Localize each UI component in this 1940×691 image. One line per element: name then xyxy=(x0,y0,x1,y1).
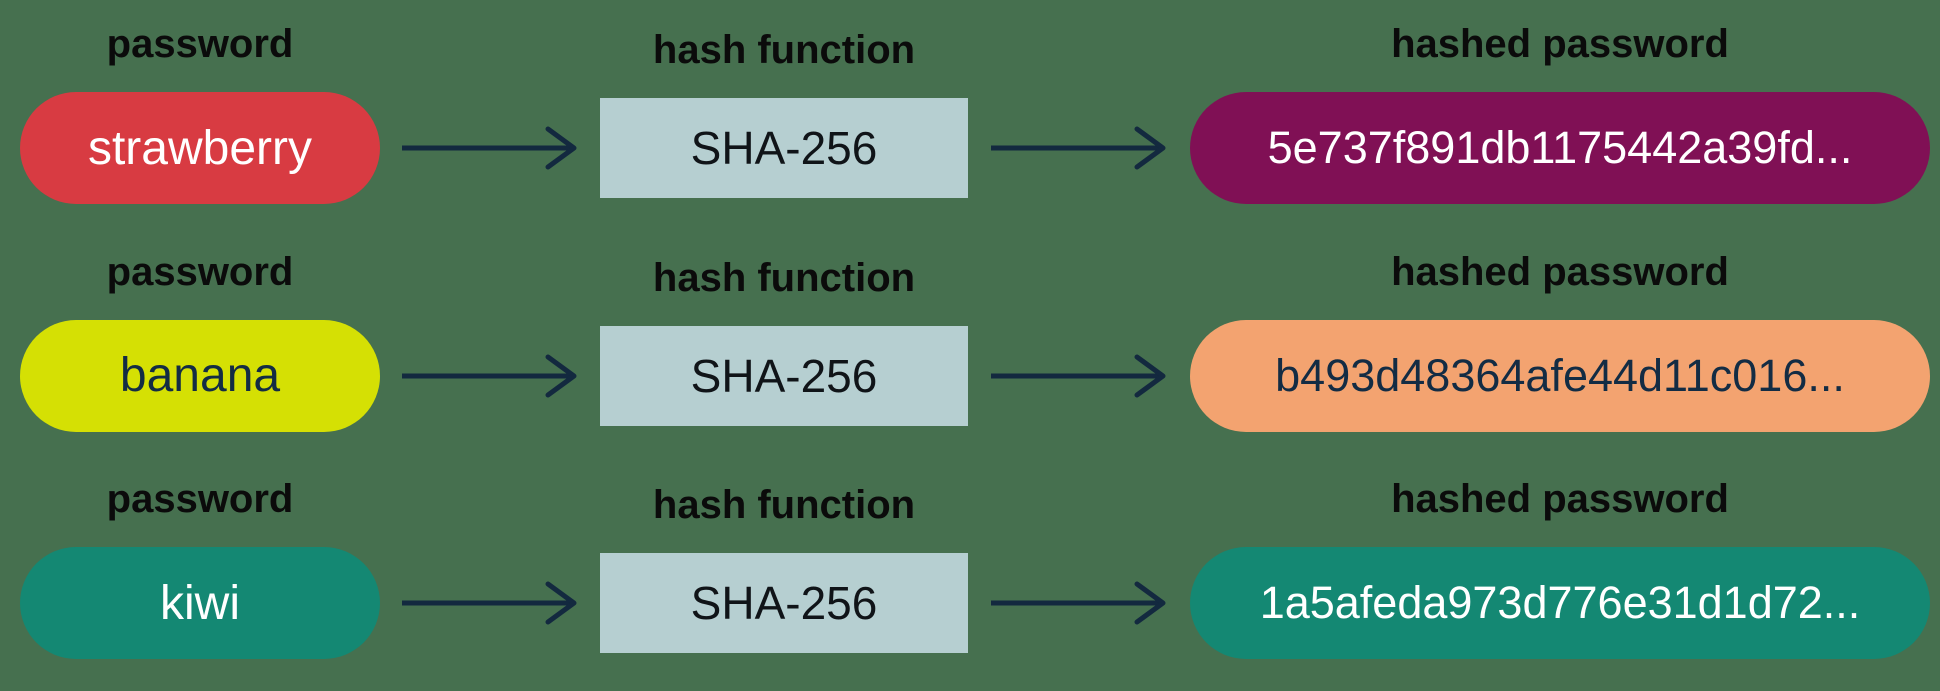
password-pill: strawberry xyxy=(20,92,380,204)
hashed-password-pill: b493d48364afe44d11c016... xyxy=(1190,319,1930,432)
hashed-password-pill: 5e737f891db1175442a39fd... xyxy=(1190,92,1930,204)
hashed-password-label: hashed password xyxy=(1391,477,1729,521)
password-label: password xyxy=(106,22,294,66)
diagram-row-banana: password banana hash function SHA-256 ha xyxy=(20,250,1930,432)
password-column: password banana xyxy=(20,250,380,432)
password-label: password xyxy=(106,477,294,521)
arrow-right-icon xyxy=(968,354,1190,398)
hash-function-label: hash function xyxy=(652,28,916,72)
hash-function-label: hash function xyxy=(652,255,916,300)
hashed-password-label: hashed password xyxy=(1391,249,1729,294)
password-column: password strawberry xyxy=(20,22,380,204)
hash-function-box: SHA-256 xyxy=(600,325,968,426)
arrow-right-icon xyxy=(968,581,1190,625)
hashed-password-column: hashed password 1a5afeda973d776e31d1d72.… xyxy=(1190,477,1930,659)
hashed-password-column: hashed password b493d48364afe44d11c016..… xyxy=(1190,250,1930,432)
password-label: password xyxy=(106,249,294,294)
password-pill: banana xyxy=(20,319,380,432)
hash-function-name: SHA-256 xyxy=(690,349,878,402)
arrow-right-icon xyxy=(968,126,1190,170)
hash-function-box: SHA-256 xyxy=(600,98,968,198)
hashed-password-label: hashed password xyxy=(1391,22,1729,66)
hash-function-column: hash function SHA-256 xyxy=(600,256,968,432)
arrow-right-icon xyxy=(380,126,600,170)
hashed-password-pill: 1a5afeda973d776e31d1d72... xyxy=(1190,547,1930,659)
password-value: banana xyxy=(119,349,281,402)
hash-function-label: hash function xyxy=(652,483,916,527)
hash-function-name: SHA-256 xyxy=(690,122,878,174)
arrow-right-icon xyxy=(380,581,600,625)
password-pill: kiwi xyxy=(20,547,380,659)
diagram-row-kiwi: password kiwi hash function SHA-256 hash xyxy=(20,477,1930,659)
hashed-password-value: b493d48364afe44d11c016... xyxy=(1275,349,1845,401)
hashed-password-column: hashed password 5e737f891db1175442a39fd.… xyxy=(1190,22,1930,204)
hash-function-column: hash function SHA-256 xyxy=(600,483,968,659)
password-value: strawberry xyxy=(87,121,313,175)
hash-function-column: hash function SHA-256 xyxy=(600,28,968,204)
hashed-password-value: 1a5afeda973d776e31d1d72... xyxy=(1259,577,1861,628)
diagram-row-strawberry: password strawberry hash function SHA-25… xyxy=(20,22,1930,204)
password-column: password kiwi xyxy=(20,477,380,659)
password-value: kiwi xyxy=(160,576,240,630)
arrow-right-icon xyxy=(380,354,600,398)
hashed-password-value: 5e737f891db1175442a39fd... xyxy=(1267,122,1853,173)
hash-function-box: SHA-256 xyxy=(600,553,968,653)
hash-function-name: SHA-256 xyxy=(690,577,878,629)
